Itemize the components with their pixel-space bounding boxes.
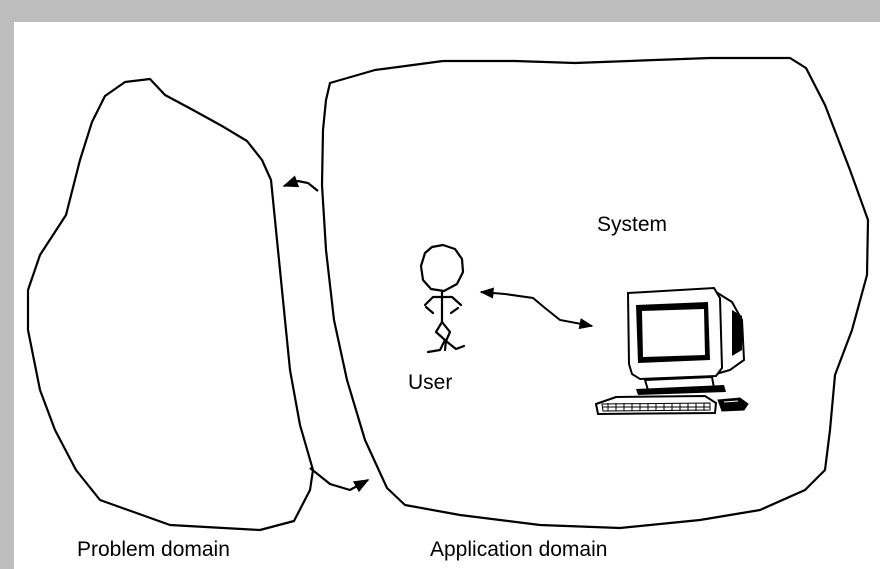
application-domain-label: Application domain [430, 538, 608, 561]
user-system-link [479, 287, 594, 330]
desktop-computer-icon [594, 286, 749, 416]
domain-link-top [282, 175, 319, 192]
user-label: User [408, 371, 453, 394]
diagram-canvas [14, 22, 880, 569]
problem-domain-shape [26, 77, 315, 532]
domain-link-bottom [309, 467, 370, 493]
user-icon [419, 243, 466, 354]
problem-domain-label: Problem domain [77, 538, 230, 561]
system-label: System [597, 213, 668, 236]
application-domain-shape [320, 56, 870, 530]
